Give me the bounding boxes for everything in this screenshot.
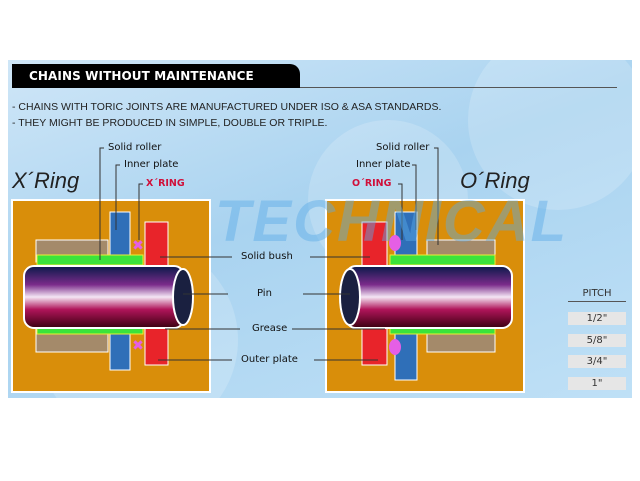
solid-bush-label: Solid bush xyxy=(241,251,293,262)
pin-label: Pin xyxy=(257,288,272,299)
x-ring-label: X´RING xyxy=(146,178,185,189)
pitch-header: PITCH xyxy=(568,288,626,302)
leader-lines xyxy=(99,147,439,361)
watermark: TECHNICAL xyxy=(215,189,569,254)
description-line-2: - THEY MIGHT BE PRODUCED IN SIMPLE, DOUB… xyxy=(12,117,328,129)
description-line-1: - CHAINS WITH TORIC JOINTS ARE MANUFACTU… xyxy=(12,101,442,113)
svg-text:✖: ✖ xyxy=(132,338,144,354)
right-solid-roller-label: Solid roller xyxy=(376,142,430,153)
right-inner-plate-label: Inner plate xyxy=(356,159,411,170)
section-title: CHAINS WITHOUT MAINTENANCE xyxy=(12,64,300,88)
svg-text:✖: ✖ xyxy=(132,238,144,254)
pitch-value: 3/4" xyxy=(568,355,626,368)
o-ring-diagram xyxy=(325,199,525,393)
x-ring-title: X´Ring xyxy=(12,168,80,193)
pitch-value: 1" xyxy=(568,377,626,390)
pitch-value: 1/2" xyxy=(568,312,626,325)
left-inner-plate-label: Inner plate xyxy=(124,159,179,170)
pitch-value: 5/8" xyxy=(568,334,626,347)
o-ring-title: O´Ring xyxy=(460,168,530,193)
outer-plate-label: Outer plate xyxy=(241,354,298,365)
grease-label: Grease xyxy=(252,323,288,334)
x-ring-diagram: ✖ ✖ xyxy=(11,199,211,393)
o-ring-label: O´RING xyxy=(352,178,392,189)
header-divider xyxy=(300,87,617,88)
left-solid-roller-label: Solid roller xyxy=(108,142,162,153)
